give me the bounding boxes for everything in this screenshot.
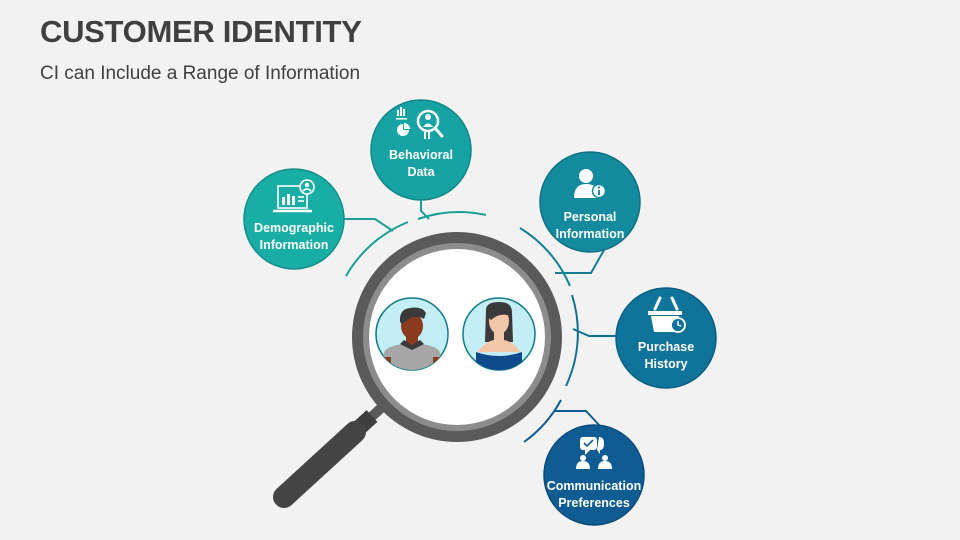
personal-label-line2: Information: [555, 227, 625, 241]
personal-node-circle[interactable]: [539, 151, 641, 253]
magnifying-glass-icon: [352, 232, 562, 442]
chat-people-icon: [576, 437, 612, 469]
purchase-label-line1: Purchase: [637, 340, 695, 354]
purchase-label-line2: History: [644, 357, 688, 371]
behavioral-node-label: Behavioral Data: [366, 147, 476, 181]
female-customer-avatar: [462, 297, 536, 371]
behavioral-label-line1: Behavioral: [389, 148, 453, 162]
demographic-node-circle[interactable]: [243, 168, 345, 270]
behavioral-label-line2: Data: [407, 165, 435, 179]
male-customer-avatar: [375, 297, 449, 371]
page-subtitle: CI can Include a Range of Information: [40, 63, 361, 84]
magnifier-handle: [273, 394, 396, 508]
laptop-chart-user-icon: [273, 179, 315, 213]
basket-clock-icon: [648, 296, 686, 333]
personal-label-line1: Personal: [563, 210, 617, 224]
communication-node-label: Communication Preferences: [539, 478, 649, 512]
communication-label-line2: Preferences: [558, 496, 630, 510]
purchase-node-label: Purchase History: [611, 339, 721, 373]
demographic-label-line2: Information: [259, 238, 329, 252]
demographic-label-line1: Demographic: [254, 221, 334, 235]
communication-label-line1: Communication: [546, 479, 642, 493]
purchase-node-circle[interactable]: [615, 287, 717, 389]
communication-node-circle[interactable]: [543, 424, 645, 526]
user-info-icon: [574, 169, 607, 199]
behavioral-node-circle[interactable]: [370, 99, 472, 201]
connector-lines: [340, 198, 616, 443]
demographic-node-label: Demographic Information: [239, 220, 349, 254]
page-title: CUSTOMER IDENTITY: [40, 14, 362, 49]
analytics-search-user-icon: [396, 107, 444, 139]
personal-node-label: Personal Information: [535, 209, 645, 243]
